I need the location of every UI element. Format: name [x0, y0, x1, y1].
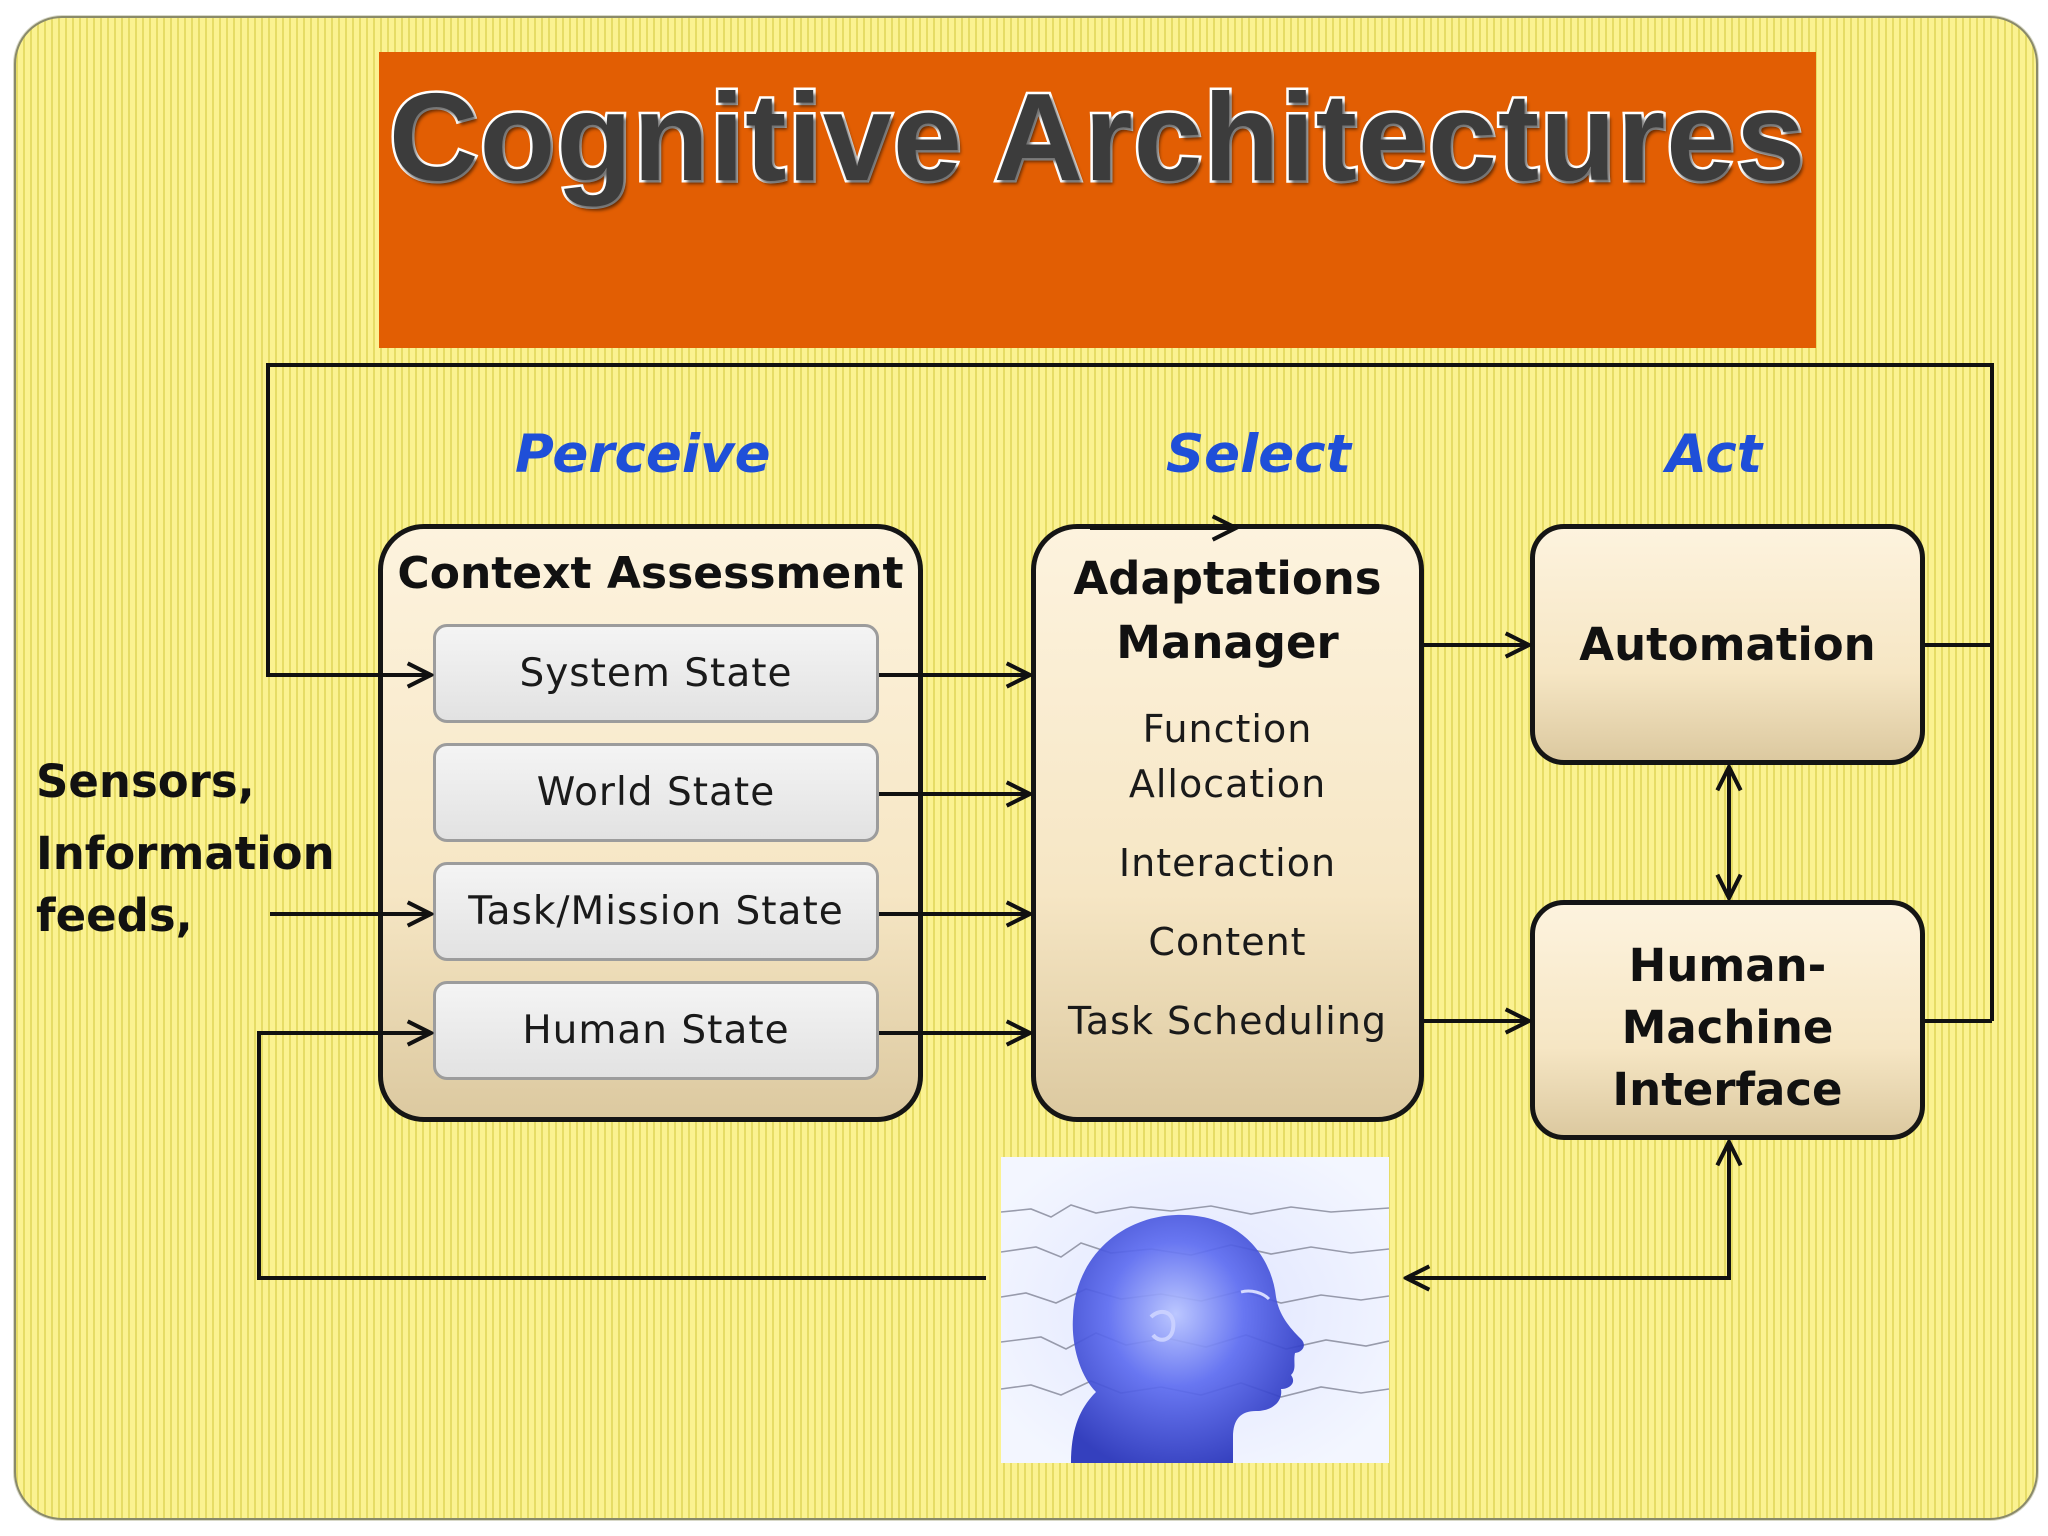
hmi-title-line1: Human-: [1628, 939, 1827, 992]
sensors-label-line3: feeds,: [36, 889, 193, 942]
content-item: Content: [1148, 920, 1307, 964]
function-allocation-line1: Function: [1142, 707, 1313, 751]
state-world: World State: [433, 743, 879, 842]
automation-box: Automation: [1530, 524, 1925, 765]
phase-select: Select: [1166, 424, 1351, 485]
function-allocation-line2: Allocation: [1128, 762, 1327, 806]
slide-title: Cognitive Architectures: [386, 67, 1807, 210]
head-eeg-graphic: [1001, 1157, 1389, 1463]
adaptations-manager-title-line2: Manager: [1116, 616, 1339, 669]
state-task-mission: Task/Mission State: [433, 862, 879, 961]
task-scheduling-item: Task Scheduling: [1067, 999, 1388, 1043]
hmi-box: Human- Machine Interface: [1530, 900, 1925, 1140]
adaptations-manager-box: Adaptations Manager Function Allocation …: [1031, 524, 1424, 1122]
phase-act: Act: [1666, 424, 1763, 485]
hmi-title-line3: Interface: [1612, 1063, 1843, 1116]
adaptations-manager-title-line1: Adaptations: [1073, 552, 1382, 605]
sensors-label-line2: Information: [36, 827, 335, 880]
phase-perceive: Perceive: [515, 424, 771, 485]
human-head-eeg-image: [1001, 1157, 1389, 1463]
automation-title: Automation: [1579, 618, 1876, 671]
state-human: Human State: [433, 981, 879, 1080]
context-assessment-title: Context Assessment: [397, 548, 904, 599]
title-banner: [379, 52, 1816, 348]
sensors-label-line1: Sensors,: [36, 755, 255, 808]
state-system: System State: [433, 624, 879, 723]
hmi-title-line2: Machine: [1621, 1001, 1834, 1054]
interaction-item: Interaction: [1118, 841, 1337, 885]
feedback-loop-top: [266, 363, 1994, 1021]
